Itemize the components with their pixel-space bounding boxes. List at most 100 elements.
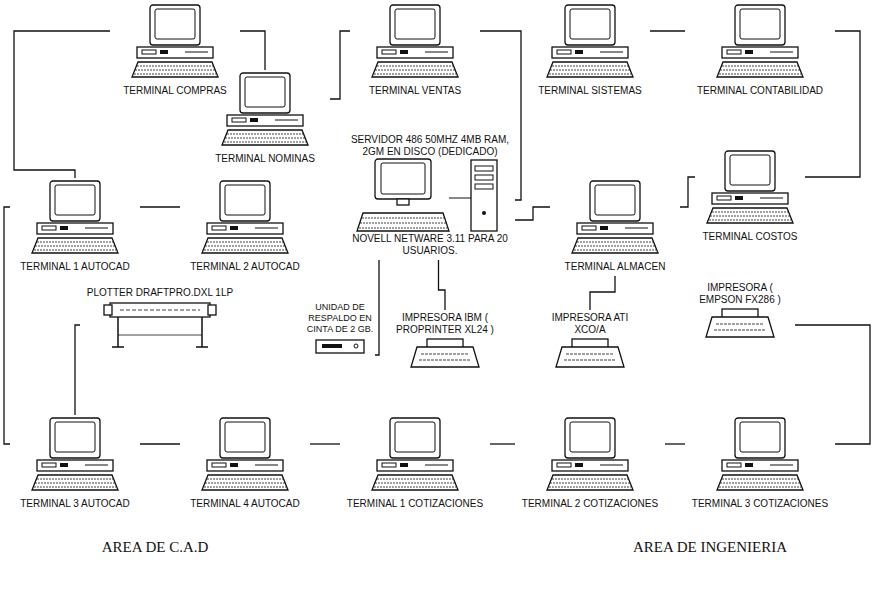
icon-part	[745, 50, 753, 54]
icon-part	[381, 163, 425, 194]
computer-icon	[200, 180, 290, 255]
icon-part	[714, 324, 766, 330]
icon-part	[590, 181, 640, 221]
icon-part	[390, 418, 440, 458]
icon-part	[625, 228, 648, 229]
icon-part	[475, 184, 493, 189]
device-node: IMPRESORA IBM ( PROPRINTER XL24 )	[390, 310, 500, 373]
printer-icon	[554, 338, 626, 370]
icon-part	[552, 460, 628, 471]
area-label: AREA DE INGENIERIA	[590, 538, 830, 556]
icon-part	[382, 50, 396, 54]
icon-part	[372, 62, 458, 77]
icon-part	[142, 50, 156, 54]
icon-part	[34, 479, 116, 487]
server-node: SERVIDOR 486 50MHZ 4MB RAM, 2GM EN DISCO…	[345, 132, 515, 260]
terminal-node: TERMINAL COMPRAS	[110, 2, 240, 100]
network-cable	[665, 443, 685, 444]
icon-part	[377, 47, 453, 58]
icon-part	[34, 242, 116, 250]
icon-part	[717, 196, 731, 200]
icon-part	[395, 422, 435, 452]
icon-part	[150, 5, 200, 45]
icon-part	[232, 118, 246, 122]
icon-part	[137, 47, 213, 58]
icon-part	[357, 213, 449, 231]
icon-part	[275, 120, 298, 121]
icon-part	[240, 73, 290, 113]
icon-part	[50, 181, 100, 221]
icon-part	[719, 479, 801, 487]
icon-part	[202, 238, 288, 253]
computer-icon	[200, 417, 290, 492]
icon-part	[425, 52, 448, 53]
terminal-label: TERMINAL COSTOS	[695, 231, 805, 243]
device-node: PLOTTER DRAFTPRO.DXL 1LP	[80, 285, 240, 354]
icon-part	[220, 181, 270, 221]
icon-part	[745, 463, 753, 467]
icon-part	[212, 226, 226, 230]
icon-part	[549, 479, 631, 487]
device-label: IMPRESORA ATI XCO/A	[535, 312, 645, 336]
terminal-label: TERMINAL CONTABILIDAD	[685, 85, 835, 97]
terminal-label: TERMINAL 1 COTIZACIONES	[340, 498, 490, 510]
icon-part	[552, 47, 628, 58]
icon-part	[212, 463, 226, 467]
device-node: UNIDAD DE RESPALDO EN CINTA DE 2 GB.	[305, 300, 375, 358]
icon-part	[547, 475, 633, 490]
terminal-node: TERMINAL NOMINAS	[200, 70, 330, 168]
icon-part	[230, 463, 238, 467]
terminal-node: TERMINAL CONTABILIDAD	[685, 2, 835, 100]
icon-part	[572, 238, 658, 253]
icon-part	[577, 223, 653, 234]
icon-part	[110, 303, 210, 317]
terminal-node: TERMINAL 1 COTIZACIONES	[340, 415, 490, 513]
server-label: SERVIDOR 486 50MHZ 4MB RAM, 2GM EN DISCO…	[345, 134, 515, 158]
icon-part	[735, 418, 785, 458]
icon-part	[50, 418, 100, 458]
icon-part	[582, 226, 596, 230]
computer-icon	[545, 4, 635, 79]
icon-part	[727, 50, 741, 54]
terminal-label: TERMINAL NOMINAS	[200, 153, 330, 165]
network-cable	[240, 31, 265, 70]
terminal-label: TERMINAL VENTAS	[350, 85, 480, 97]
network-cable	[439, 260, 446, 310]
icon-part	[770, 52, 793, 53]
icon-part	[727, 463, 741, 467]
terminal-label: TERMINAL 3 AUTOCAD	[10, 498, 140, 510]
icon-part	[565, 418, 615, 458]
device-node: IMPRESORA ATI XCO/A	[535, 310, 645, 373]
icon-part	[134, 66, 216, 74]
terminal-node: TERMINAL 4 AUTOCAD	[180, 415, 310, 513]
icon-part	[155, 9, 195, 39]
icon-part	[118, 335, 202, 336]
terminal-node: TERMINAL COSTOS	[695, 148, 805, 246]
network-cable	[490, 443, 515, 444]
icon-part	[160, 50, 168, 54]
printer-icon	[409, 338, 481, 370]
terminal-label: TERMINAL ALMACEN	[550, 261, 680, 273]
network-cable	[650, 30, 685, 31]
icon-part	[316, 340, 364, 353]
icon-part	[32, 475, 118, 490]
network-cable	[4, 207, 10, 444]
terminal-label: TERMINAL SISTEMAS	[530, 85, 650, 97]
icon-part	[730, 155, 770, 185]
icon-part	[722, 460, 798, 471]
icon-part	[475, 166, 493, 171]
icon-part	[374, 66, 456, 74]
network-cable	[680, 177, 695, 207]
icon-part	[230, 226, 238, 230]
icon-part	[185, 52, 208, 53]
icon-part	[400, 463, 408, 467]
network-cable	[515, 207, 550, 220]
icon-part	[382, 463, 396, 467]
icon-part	[85, 228, 108, 229]
icon-part	[717, 62, 803, 77]
icon-part	[600, 226, 608, 230]
icon-part	[55, 185, 95, 215]
icon-part	[760, 198, 783, 199]
icon-part	[740, 9, 780, 39]
icon-part	[600, 465, 623, 466]
